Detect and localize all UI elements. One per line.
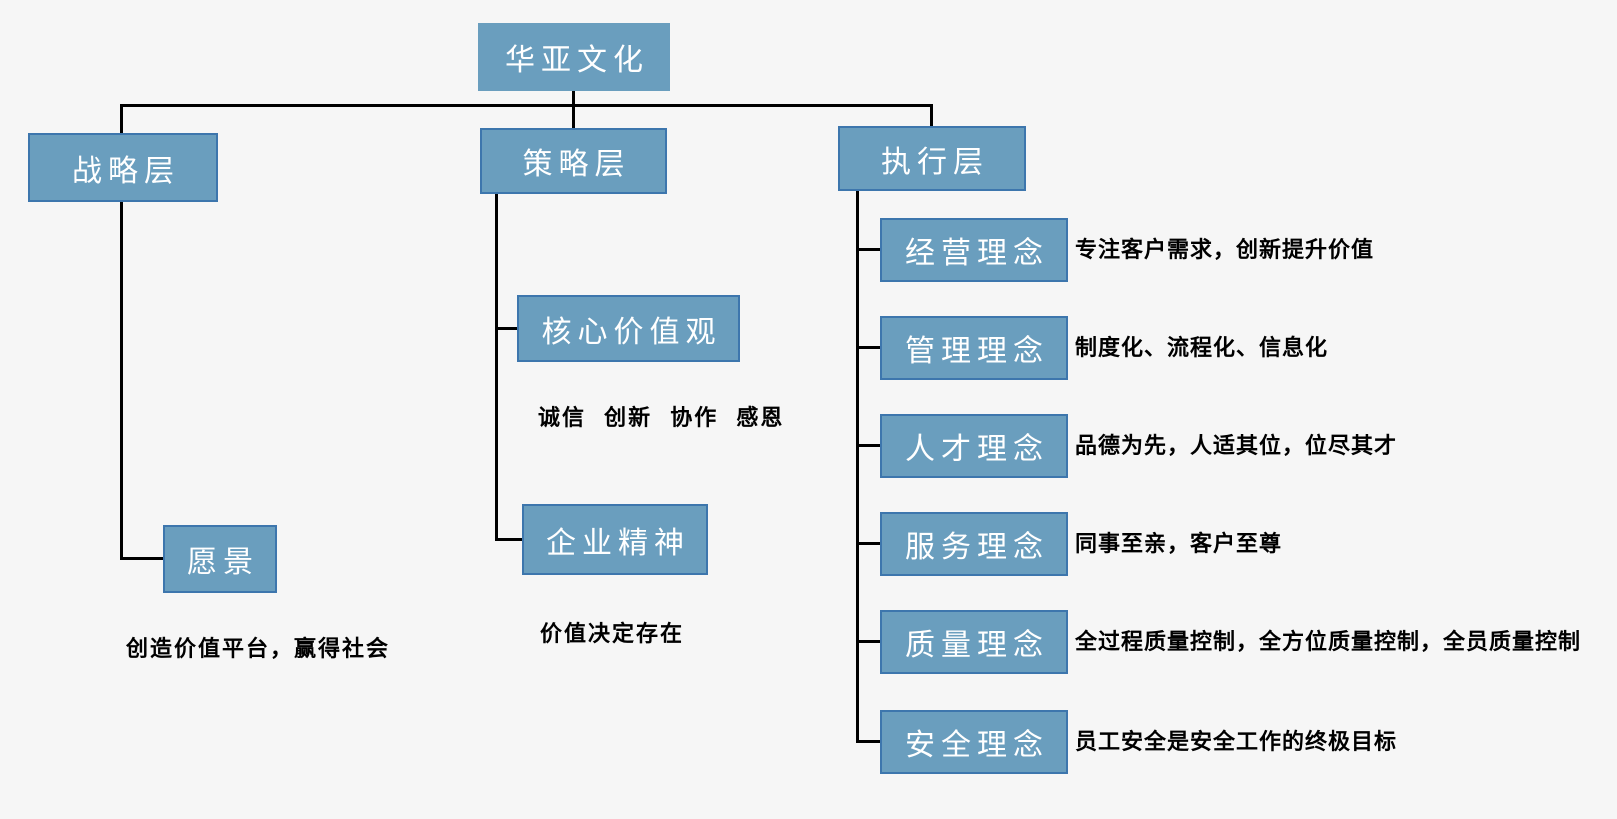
node-huaya-culture: 华亚文化	[478, 23, 670, 91]
connector-top-horizontal	[120, 104, 933, 107]
node-tactics-layer-label: 策略层	[522, 148, 631, 181]
node-strategy-layer: 战略层	[28, 133, 218, 202]
caption-enterprise-spirit: 价值决定存在	[540, 621, 685, 646]
node-service-philosophy: 服务理念	[880, 512, 1068, 576]
node-core-values-label: 核心价值观	[541, 315, 722, 349]
node-huaya-culture-label: 华亚文化	[505, 44, 649, 77]
annotation-talent-philosophy: 品德为先，人适其位，位尽其才	[1075, 433, 1398, 458]
connector-stub-quality-philosophy	[856, 640, 882, 643]
node-management-philosophy: 管理理念	[880, 316, 1068, 380]
node-vision: 愿景	[163, 525, 277, 593]
connector-stub-core-values	[495, 327, 519, 330]
node-quality-philosophy: 质量理念	[880, 610, 1068, 674]
annotation-quality-philosophy: 全过程质量控制，全方位质量控制，全员质量控制	[1075, 629, 1582, 654]
connector-stub-vision	[120, 557, 165, 560]
connector-stub-management-philosophy	[856, 346, 882, 349]
node-safety-philosophy-label: 安全理念	[905, 729, 1049, 762]
node-quality-philosophy-label: 质量理念	[905, 629, 1049, 662]
node-core-values: 核心价值观	[517, 295, 740, 362]
caption-core-values: 诚信 创新 协作 感恩	[538, 405, 785, 430]
connector-drop-execution	[930, 104, 933, 128]
caption-vision: 创造价值平台，赢得社会	[126, 636, 391, 661]
node-business-philosophy-label: 经营理念	[905, 237, 1049, 270]
node-enterprise-spirit-label: 企业精神	[546, 526, 690, 560]
node-tactics-layer: 策略层	[480, 128, 667, 194]
connector-stub-talent-philosophy	[856, 444, 882, 447]
connector-root-drop	[572, 91, 575, 128]
node-enterprise-spirit: 企业精神	[522, 504, 708, 575]
connector-execution-spine	[856, 190, 859, 743]
node-strategy-layer-label: 战略层	[72, 154, 180, 188]
node-execution-layer: 执行层	[838, 126, 1026, 191]
node-management-philosophy-label: 管理理念	[905, 335, 1049, 368]
annotation-business-philosophy: 专注客户需求，创新提升价值	[1075, 237, 1375, 262]
node-talent-philosophy: 人才理念	[880, 414, 1068, 478]
connector-strategy-spine	[120, 200, 123, 560]
node-business-philosophy: 经营理念	[880, 218, 1068, 282]
node-execution-layer-label: 执行层	[881, 145, 989, 179]
connector-stub-enterprise-spirit	[495, 538, 524, 541]
node-service-philosophy-label: 服务理念	[905, 531, 1049, 564]
connector-tactics-spine	[495, 193, 498, 541]
node-safety-philosophy: 安全理念	[880, 710, 1068, 774]
node-vision-label: 愿景	[187, 546, 259, 579]
annotation-safety-philosophy: 员工安全是安全工作的终极目标	[1075, 729, 1398, 754]
annotation-management-philosophy: 制度化、流程化、信息化	[1075, 335, 1329, 360]
connector-stub-safety-philosophy	[856, 740, 882, 743]
node-talent-philosophy-label: 人才理念	[905, 433, 1049, 466]
connector-stub-service-philosophy	[856, 542, 882, 545]
connector-drop-strategy	[120, 104, 123, 135]
connector-stub-business-philosophy	[856, 248, 882, 251]
annotation-service-philosophy: 同事至亲，客户至尊	[1075, 531, 1283, 556]
